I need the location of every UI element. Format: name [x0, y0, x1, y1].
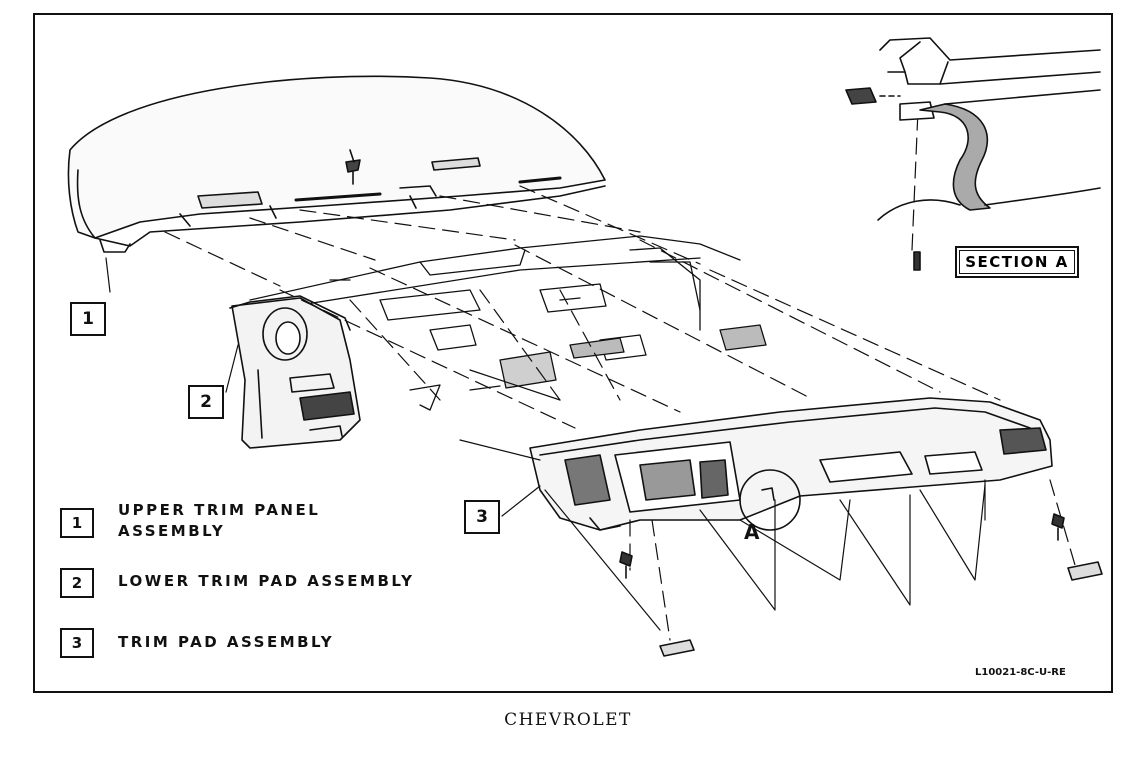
section-a-inset — [845, 37, 1101, 221]
upper-trim-panel — [67, 75, 606, 253]
legend-text-1: UPPER TRIM PANEL ASSEMBLY — [118, 501, 321, 540]
fasteners — [619, 251, 1103, 657]
page-caption: CHEVROLET — [504, 710, 632, 730]
callout-3: 3 — [464, 500, 500, 534]
dash-frame — [249, 235, 767, 411]
support-lines — [105, 257, 986, 631]
callout-1: 1 — [70, 302, 106, 336]
diagram-frame — [33, 13, 1113, 693]
trim-pad — [529, 397, 1053, 531]
legend-number-3: 3 — [60, 628, 94, 658]
legend-text-2: LOWER TRIM PAD ASSEMBLY — [118, 572, 415, 590]
legend-text-3: TRIM PAD ASSEMBLY — [118, 633, 335, 651]
detail-a-label: A — [744, 520, 760, 544]
explode-lines — [164, 109, 1076, 641]
legend-number-2: 2 — [60, 568, 94, 598]
callout-2: 2 — [188, 385, 224, 419]
section-a-label: SECTION A — [955, 246, 1079, 278]
figure-id: L10021-8C-U-RE — [975, 667, 1066, 678]
lower-trim-pad — [229, 295, 361, 449]
legend-number-1: 1 — [60, 508, 94, 538]
